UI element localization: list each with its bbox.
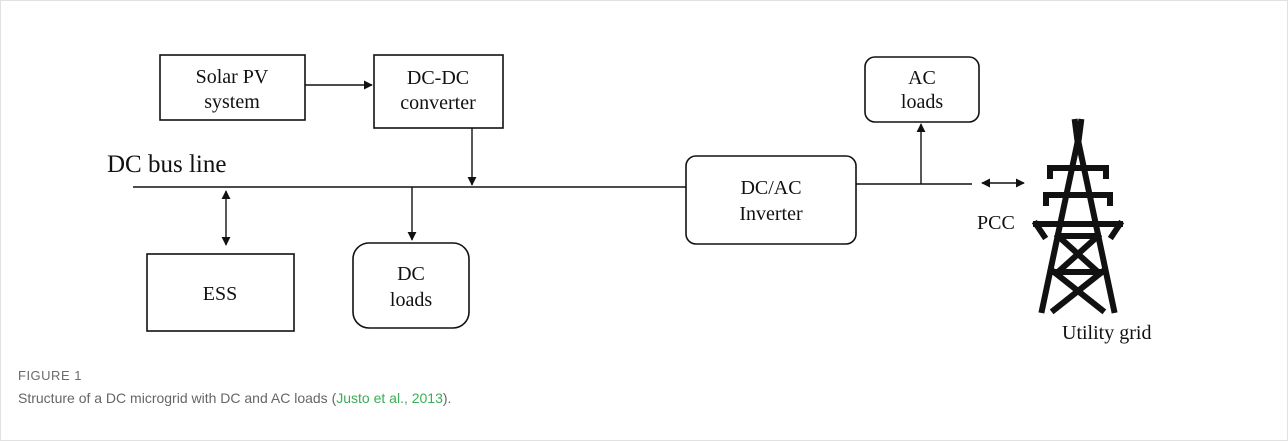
inverter-label-line1: DC/AC [740,177,801,199]
dc-loads-label-line2: loads [390,289,432,311]
pcc-label: PCC [977,212,1015,234]
figure-caption: Structure of a DC microgrid with DC and … [18,390,451,406]
citation-link[interactable]: Justo et al., 2013 [336,390,443,406]
dc-loads-node: DC loads [352,242,470,329]
dcdc-label-line2: converter [400,92,476,114]
dc-loads-label-line1: DC [397,263,425,285]
solar-pv-node: Solar PV system [159,54,306,121]
caption-end: ). [442,390,452,406]
inverter-label-line2: Inverter [739,203,803,225]
utility-grid-label: Utility grid [1062,322,1151,344]
transmission-tower-icon [1031,118,1125,315]
ac-loads-label-line1: AC [908,67,936,89]
dc-bus-label: DC bus line [107,151,226,178]
ess-label: ESS [203,283,237,305]
inverter-node: DC/AC Inverter [685,155,857,245]
dcdc-label-line1: DC-DC [407,67,469,89]
ess-node: ESS [146,253,295,332]
ac-loads-label-line2: loads [901,91,943,113]
dcdc-converter-node: DC-DC converter [373,54,504,129]
solar-pv-label-line1: Solar PV [196,66,269,88]
solar-pv-label-line2: system [204,91,260,113]
caption-text: Structure of a DC microgrid with DC and … [18,390,337,406]
ac-loads-node: AC loads [864,56,980,123]
figure-label: FIGURE 1 [18,368,82,383]
